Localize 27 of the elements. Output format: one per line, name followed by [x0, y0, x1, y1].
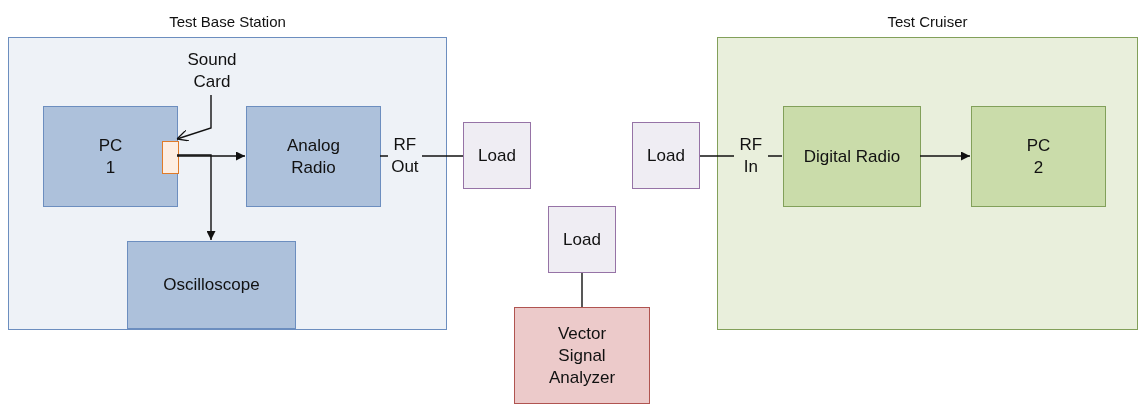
component-box	[971, 106, 1106, 207]
component-box	[127, 241, 296, 329]
leader-line	[176, 94, 212, 142]
component-box	[463, 122, 531, 189]
component-label: PC 1	[97, 134, 124, 179]
component-label: PC 2	[1025, 134, 1052, 179]
port-box	[162, 141, 179, 174]
component-label: Load	[646, 144, 686, 167]
component-box	[632, 122, 700, 189]
component-label: Load	[477, 144, 517, 167]
component-box	[43, 106, 178, 207]
callout-text: Sound Card	[186, 49, 238, 93]
component-label: Load	[562, 228, 602, 251]
component-label: Oscilloscope	[162, 274, 261, 296]
arrow	[176, 151, 246, 161]
component-box	[548, 206, 616, 273]
component-box	[783, 106, 921, 207]
connector-line	[581, 272, 583, 308]
component-label: Digital Radio	[802, 145, 902, 168]
group-heading: Test Cruiser	[886, 12, 969, 32]
component-label: Analog Radio	[286, 134, 341, 179]
component-box	[246, 106, 381, 207]
arrow	[919, 151, 971, 161]
component-box	[514, 307, 650, 404]
group-heading: Test Base Station	[168, 12, 287, 32]
component-label: Vector Signal Analyzer	[547, 322, 617, 389]
arrow	[176, 154, 216, 241]
